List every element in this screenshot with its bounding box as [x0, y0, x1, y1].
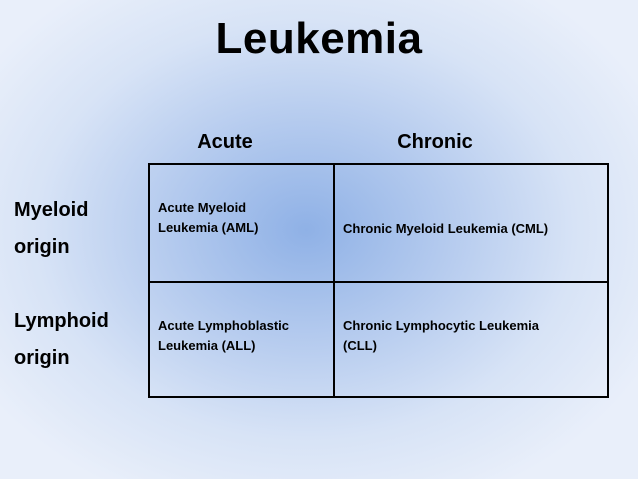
column-header-acute: Acute [197, 131, 253, 153]
cell-aml-line1: Acute Myeloid [158, 200, 247, 215]
row-label-lymphoid: Lymphoid origin [14, 303, 109, 377]
row-label-lymphoid-line2: origin [14, 347, 70, 369]
table-horizontal-divider [150, 281, 607, 283]
column-header-chronic: Chronic [397, 131, 473, 153]
row-label-myeloid-line2: origin [14, 236, 70, 258]
cell-cll-line2: (CLL) [343, 338, 377, 353]
leukemia-classification-table: Acute Myeloid Leukemia (AML) Chronic Mye… [148, 163, 609, 398]
cell-cml-line1: Chronic Myeloid Leukemia (CML) [343, 221, 549, 236]
cell-all-line2: Leukemia (ALL) [158, 338, 256, 353]
cell-aml: Acute Myeloid Leukemia (AML) [158, 198, 328, 238]
row-label-myeloid-line1: Myeloid [14, 199, 89, 221]
row-label-myeloid: Myeloid origin [14, 192, 88, 266]
cell-cml: Chronic Myeloid Leukemia (CML) [343, 219, 603, 239]
cell-aml-line2: Leukemia (AML) [158, 220, 259, 235]
row-label-lymphoid-line1: Lymphoid [14, 310, 109, 332]
table-vertical-divider [333, 165, 335, 396]
cell-cll-line1: Chronic Lymphocytic Leukemia [343, 318, 540, 333]
cell-cll: Chronic Lymphocytic Leukemia (CLL) [343, 316, 603, 356]
cell-all-line1: Acute Lymphoblastic [158, 318, 289, 333]
slide-title: Leukemia [215, 14, 423, 63]
cell-all: Acute Lymphoblastic Leukemia (ALL) [158, 316, 328, 356]
